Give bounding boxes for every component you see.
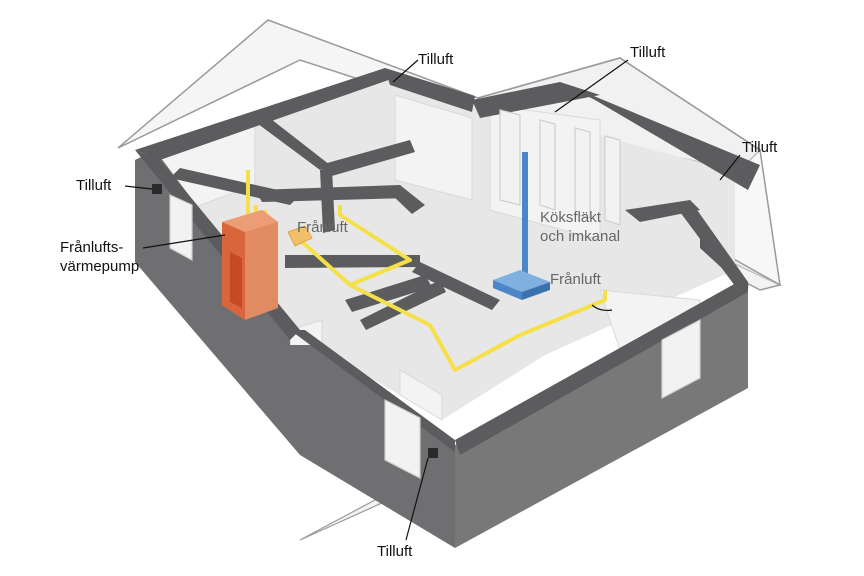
label-tilluft-roof-right: Tilluft xyxy=(742,139,778,156)
exhaust-box xyxy=(287,225,313,247)
kitchen-hood-icon xyxy=(493,152,550,300)
leader-lines xyxy=(124,59,741,541)
label-tilluft-roof-mid: Tilluft xyxy=(630,44,666,61)
label-franluft-left: Frånluft xyxy=(297,219,349,236)
supply-vent-icon xyxy=(152,184,162,194)
label-tilluft-wall-bottom: Tilluft xyxy=(377,543,413,560)
supply-vent-icon xyxy=(428,448,438,458)
label-tilluft-roof-left: Tilluft xyxy=(418,51,454,68)
label-tilluft-wall-left: Tilluft xyxy=(76,177,112,194)
label-kitchen-line1: Köksfläkt xyxy=(540,209,602,226)
label-franluft-right: Frånluft xyxy=(550,271,602,288)
windows xyxy=(169,109,701,479)
label-heat-pump-line2: värmepump xyxy=(60,258,139,275)
heat-pump xyxy=(222,210,278,320)
label-heat-pump-line1: Frånlufts- xyxy=(60,239,123,256)
label-kitchen-line2: och imkanal xyxy=(540,228,620,245)
